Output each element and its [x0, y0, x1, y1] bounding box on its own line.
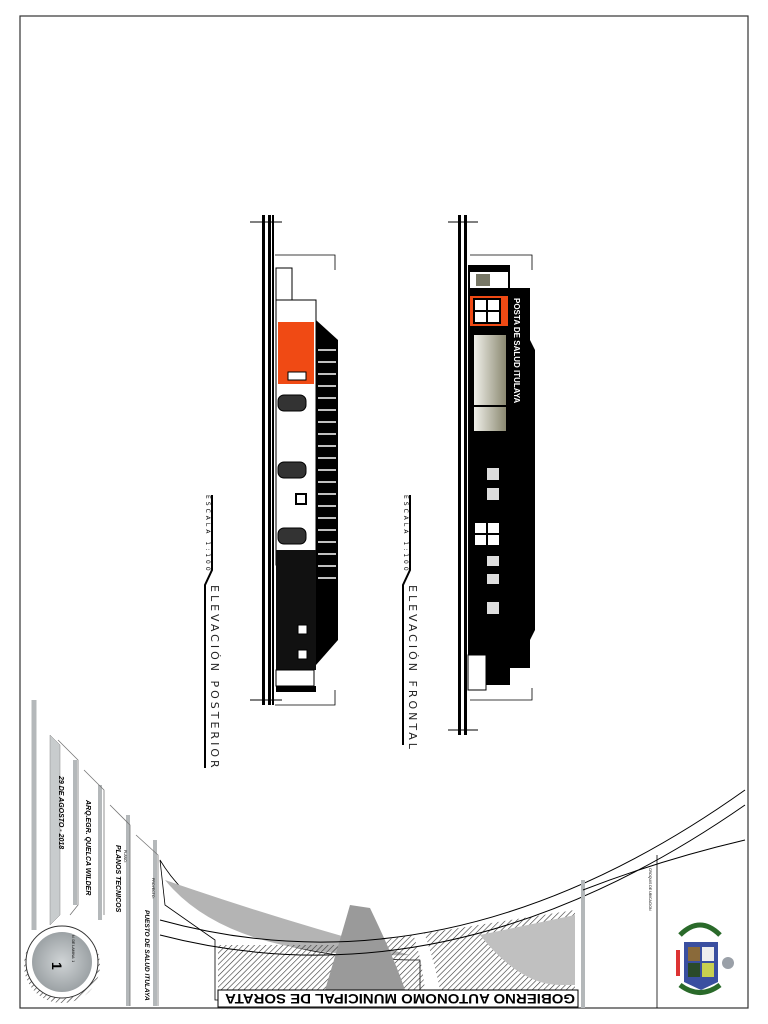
- municipal-coat-of-arms: [676, 922, 734, 995]
- elevation-frontal-title: ELEVACIÓN FRONTAL: [406, 585, 419, 752]
- author-text: ARQ.EGR. QUELCA WILDER: [84, 799, 91, 895]
- sheet-number: 1: [49, 962, 65, 970]
- facade-sign: POSTA DE SALUD ITULAYA: [512, 298, 521, 403]
- location-label: CROQUIS DE UBICACION: [648, 868, 652, 911]
- glass-panel: [474, 335, 506, 405]
- elevation-posterior-drawing: [250, 215, 338, 706]
- project-label: PROYECTO:: [151, 878, 155, 899]
- sheet-number-disc: [32, 932, 92, 992]
- title-block: [24, 700, 746, 1008]
- sheet-label: N. DE LAMINA: 1: [71, 935, 75, 962]
- institution-banner: [217, 989, 579, 1008]
- elevation-posterior-scale: ESCALA 1:100: [204, 495, 211, 574]
- elevation-frontal-drawing: POSTA DE SALUD ITULAYA: [448, 215, 535, 735]
- sheet-border: [19, 15, 749, 1009]
- glass-panel: [474, 407, 506, 431]
- elevation-frontal-scale: ESCALA 1:100: [402, 495, 409, 574]
- title-rule: [402, 495, 411, 745]
- institution-title: GOBIERNO AUTONOMO MUNICIPAL DE SORATA: [225, 991, 575, 1007]
- title-rule: [204, 495, 213, 768]
- plan-label: PLANO:: [123, 850, 127, 863]
- elevation-posterior-title: ELEVACIÓN POSTERIOR: [208, 585, 221, 771]
- plan-text: PLANOS TECNICOS: [114, 845, 121, 913]
- date-text: 29 DE AGOSTO - 2018: [57, 775, 64, 849]
- project-text: PUESTO DE SALUD ITULAYA: [143, 910, 150, 1001]
